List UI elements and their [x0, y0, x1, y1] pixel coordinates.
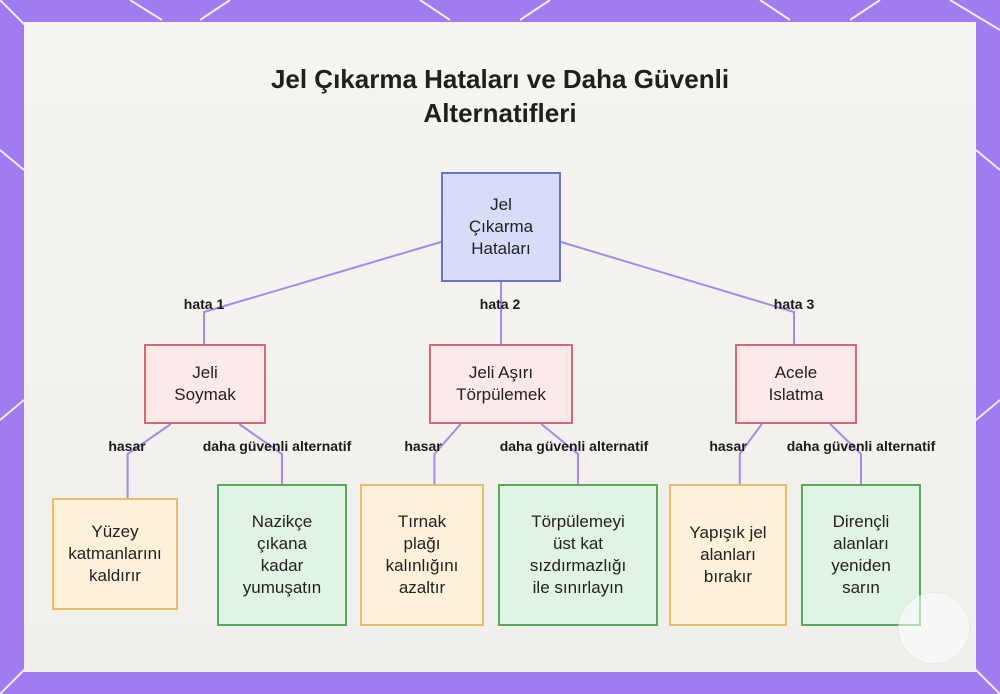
- mistake-node-3: Acele Islatma: [735, 344, 857, 424]
- connector-root-to-mistake-3: [560, 241, 795, 344]
- edge-label-damage-1: hasar: [108, 438, 146, 454]
- damage-node-2: Tırnak plağı kalınlığını azaltır: [360, 484, 484, 626]
- edge-label-damage-2: hasar: [404, 438, 442, 454]
- connector-alternative-1: [238, 423, 283, 484]
- edge-label-alternative-3: daha güvenli alternatif: [786, 438, 936, 454]
- root-node: Jel Çıkarma Hataları: [441, 172, 561, 282]
- edge-label-alternative-2: daha güvenli alternatif: [499, 438, 649, 454]
- edge-label-damage-3: hasar: [709, 438, 747, 454]
- edge-label-hata-2: hata 2: [479, 296, 521, 312]
- connector-alternative-3: [829, 423, 862, 484]
- alternative-node-2: Törpülemeyi üst kat sızdırmazlığı ile sı…: [498, 484, 658, 626]
- title-line-1: Jel Çıkarma Hataları ve Daha Güvenli: [270, 64, 730, 94]
- edge-label-alternative-1: daha güvenli alternatif: [202, 438, 352, 454]
- connector-alternative-2: [540, 423, 579, 484]
- connector-root-to-mistake-1: [203, 241, 442, 344]
- damage-node-1: Yüzey katmanlarını kaldırır: [52, 498, 178, 610]
- edge-label-hata-3: hata 3: [773, 296, 815, 312]
- title-line-2: Alternatifleri: [423, 98, 577, 128]
- damage-node-3: Yapışık jel alanları bırakır: [669, 484, 787, 626]
- mistake-node-1: Jeli Soymak: [144, 344, 266, 424]
- connector-lines: [126, 241, 862, 498]
- diagram-card: Jel Çıkarma Hataları ve Daha Güvenli Alt…: [24, 22, 976, 672]
- alternative-node-1: Nazikçe çıkana kadar yumuşatın: [217, 484, 347, 626]
- corner-badge: [898, 592, 970, 664]
- edge-label-hata-1: hata 1: [183, 296, 225, 312]
- connector-damage-2: [433, 423, 462, 484]
- connector-damage-1: [126, 423, 172, 498]
- connector-damage-3: [738, 423, 763, 484]
- diagram-title: Jel Çıkarma Hataları ve Daha Güvenli Alt…: [24, 62, 976, 130]
- alternative-node-3: Dirençli alanları yeniden sarın: [801, 484, 921, 626]
- mistake-node-2: Jeli Aşırı Törpülemek: [429, 344, 573, 424]
